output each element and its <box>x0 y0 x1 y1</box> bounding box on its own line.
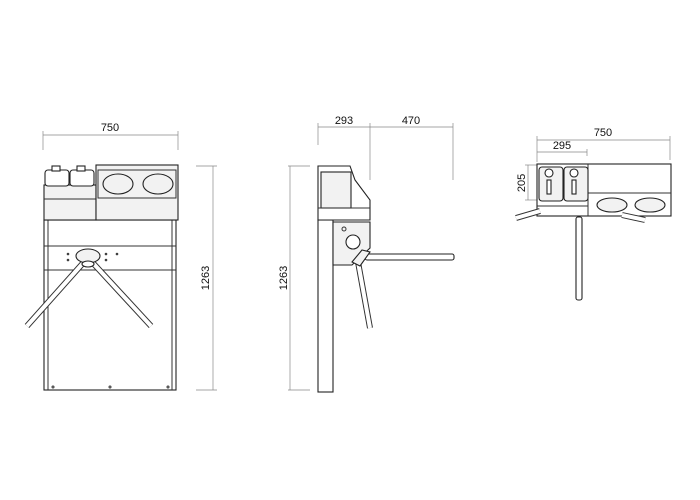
front-width-dimension: 750 <box>42 122 179 150</box>
top-width-label: 750 <box>594 127 612 139</box>
horizontal-arm <box>364 253 455 261</box>
front-view: 750 1263 <box>24 122 217 391</box>
front-height-label: 1263 <box>200 266 212 290</box>
post <box>317 219 334 393</box>
side-height-dimension: 1263 <box>278 165 310 391</box>
front-width-label: 750 <box>101 122 119 134</box>
side-body <box>317 165 455 393</box>
bottle <box>44 169 70 187</box>
side-arm-label: 470 <box>402 115 420 127</box>
top-depth-dimension: 205 <box>516 164 537 201</box>
side-view: 293 470 1263 <box>278 115 455 393</box>
side-depth-dimension: 293 470 <box>317 115 454 180</box>
top-arm <box>575 216 583 301</box>
top-block-label: 295 <box>553 140 571 152</box>
hand-opening <box>102 173 134 195</box>
top-body <box>515 163 672 301</box>
front-height-dimension: 1263 <box>196 165 217 391</box>
hand-opening <box>142 173 174 195</box>
reagent-block <box>43 184 97 221</box>
hand-opening <box>596 197 628 213</box>
side-height-label: 1263 <box>278 266 290 290</box>
hand-opening <box>634 197 666 213</box>
bottle <box>69 169 95 187</box>
top-view: 750 295 205 <box>515 127 672 301</box>
top-depth-label: 205 <box>516 174 528 192</box>
front-body <box>24 164 179 391</box>
side-depth-label: 293 <box>335 115 353 127</box>
top-width-dimension: 750 295 <box>536 127 671 162</box>
